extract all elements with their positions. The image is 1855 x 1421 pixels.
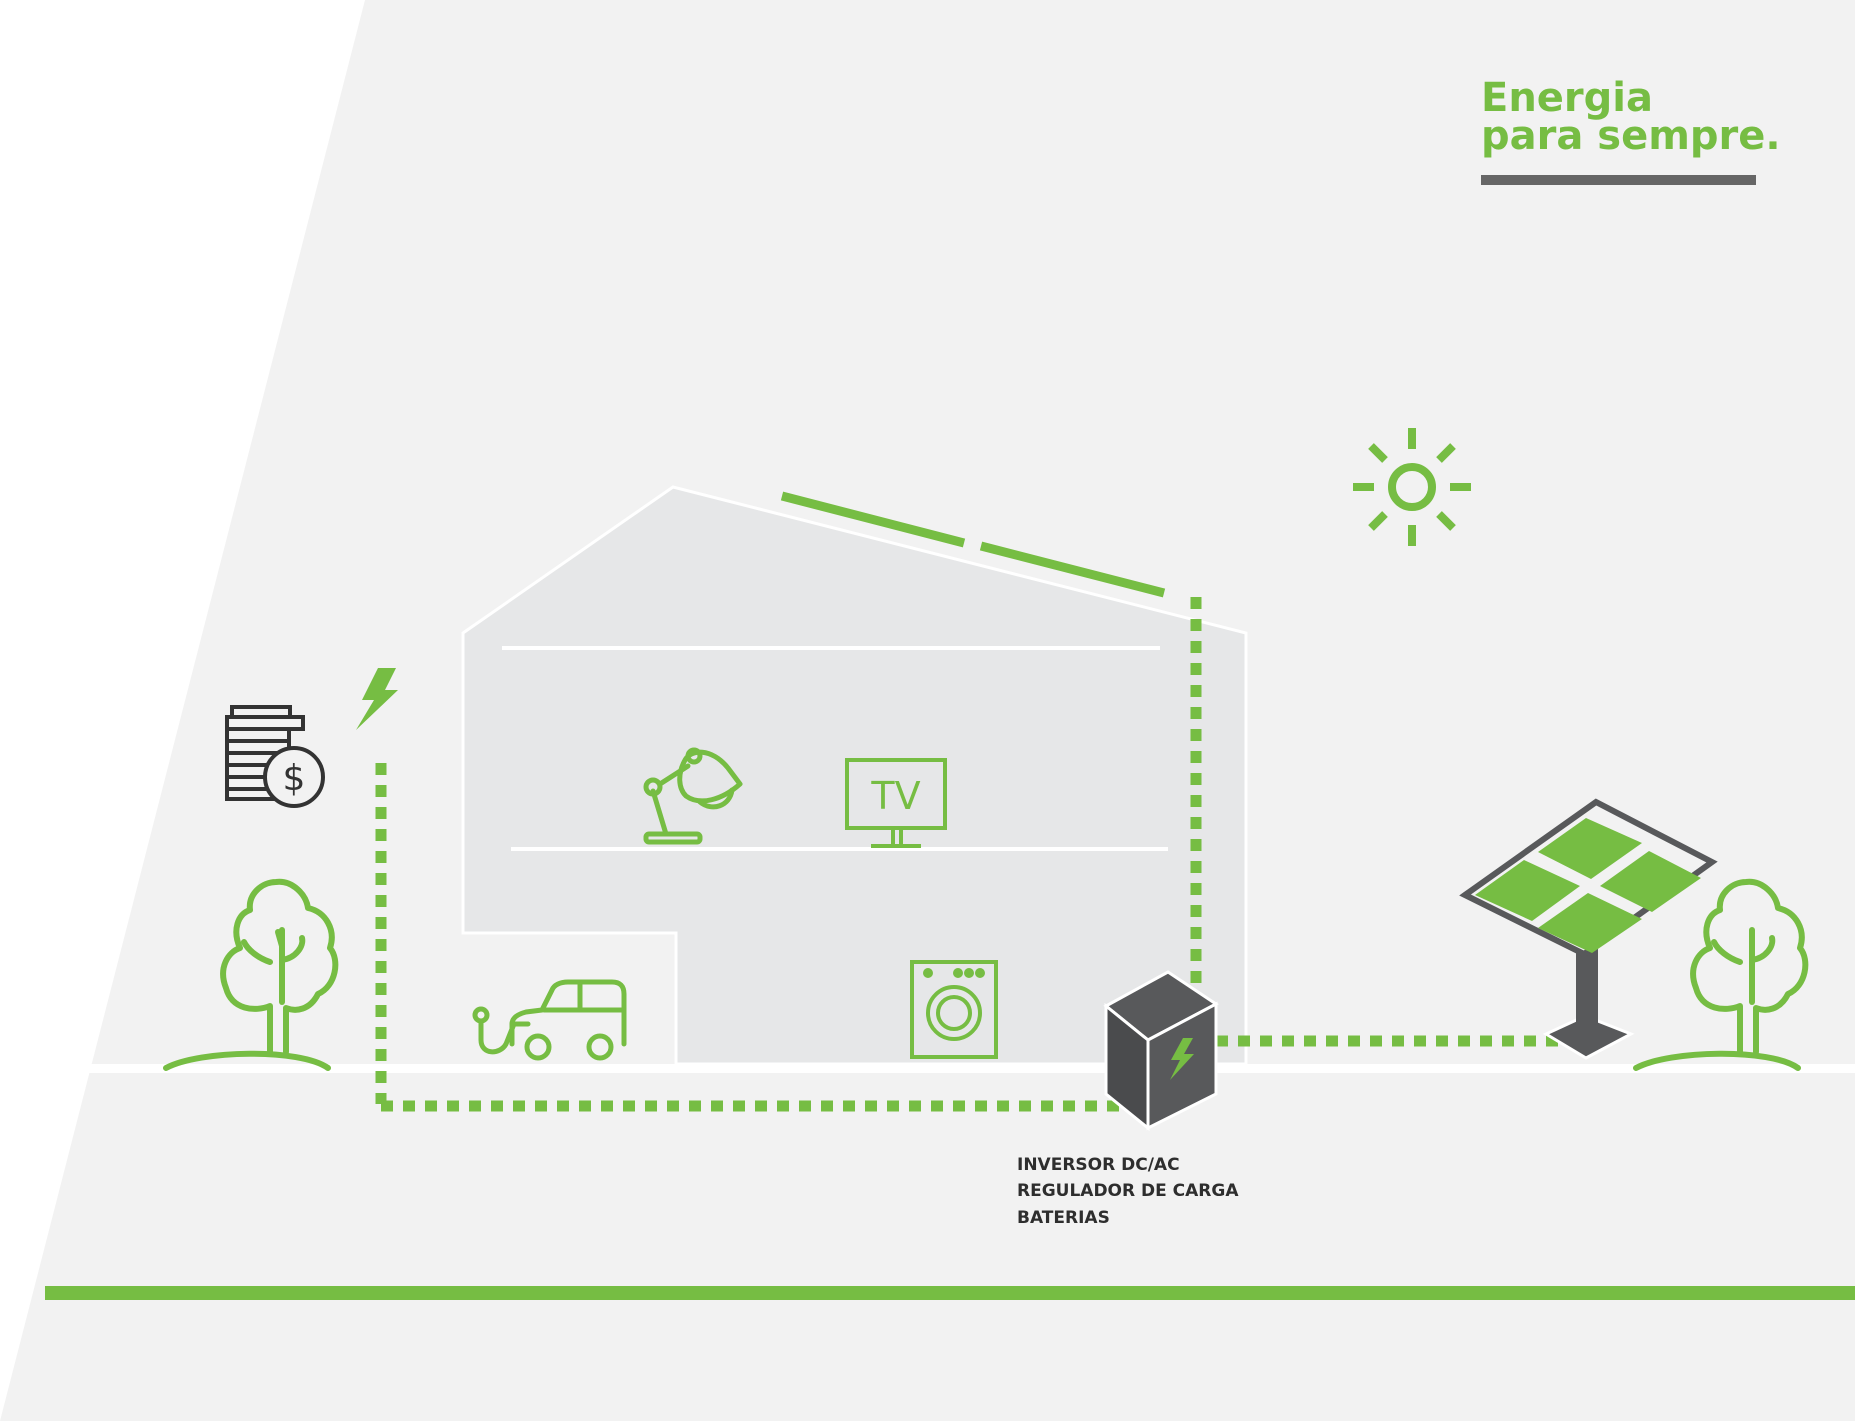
equipment-label-inverter: INVERSOR DC/AC xyxy=(1017,1155,1180,1175)
page-title-line-1: Energia xyxy=(1481,75,1653,121)
roof-solar-strip xyxy=(780,491,1166,598)
tv-label: TV xyxy=(870,774,920,818)
equipment-label-batteries: BATERIAS xyxy=(1017,1208,1110,1228)
inverter-battery-box xyxy=(1103,970,1219,1132)
lightning-icon xyxy=(356,668,398,730)
house-outline xyxy=(461,485,1248,1066)
power-line xyxy=(375,597,1565,1112)
lamp-icon xyxy=(643,747,743,845)
car-charging-icon xyxy=(472,979,627,1061)
svg-text:$: $ xyxy=(283,758,306,799)
equipment-label-charge-regulator: REGULADOR DE CARGA xyxy=(1017,1181,1239,1201)
bottom-green-bar xyxy=(45,1286,1855,1300)
ground-line xyxy=(80,1064,1855,1073)
money-coins-icon: $ xyxy=(225,705,325,808)
tv-icon xyxy=(845,758,947,848)
solar-panel-icon xyxy=(1459,798,1718,1060)
tree-icon xyxy=(1633,878,1809,1071)
tree-icon xyxy=(163,878,339,1071)
washing-machine-icon xyxy=(910,960,998,1059)
page-title-line-2: para sempre. xyxy=(1481,113,1781,159)
title-underline xyxy=(1481,175,1756,185)
sun-icon xyxy=(1353,428,1471,546)
